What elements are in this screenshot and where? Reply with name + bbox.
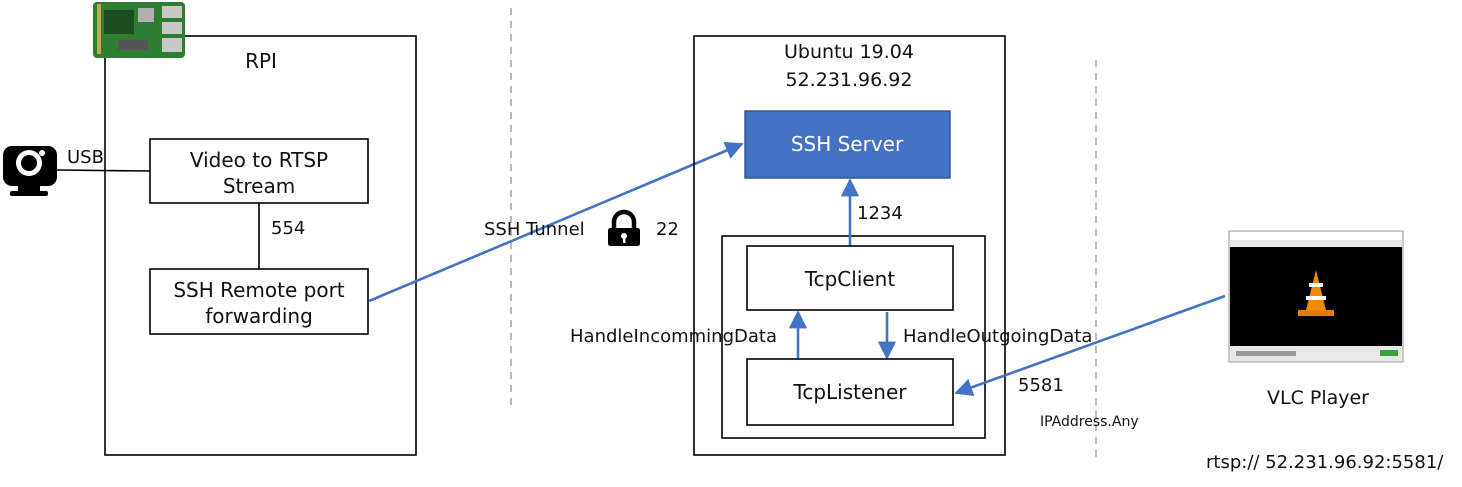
port-1234-label: 1234 (857, 203, 903, 224)
ssh-forwarding-box (149, 268, 369, 335)
ubuntu-title: Ubuntu 19.04 (784, 41, 914, 63)
raspberry-pi-board-icon (93, 2, 185, 58)
ssh-tunnel-label: SSH Tunnel (484, 219, 585, 240)
ssh-server-label: SSH Server (791, 132, 904, 156)
webcam-icon (3, 146, 57, 196)
tcp-components-container (721, 235, 986, 439)
port-5581-label: 5581 (1018, 375, 1064, 396)
incoming-data-label: HandleIncommingData (570, 326, 777, 347)
usb-label: USB (67, 147, 104, 168)
rtsp-url-label: rtsp:// 52.231.96.92:5581/ (1206, 452, 1444, 473)
tcp-listener-box (746, 358, 954, 426)
usb-connection (56, 169, 151, 172)
lock-icon (608, 209, 640, 246)
rtsp-stream-box (149, 138, 369, 204)
port-554-label: 554 (271, 218, 305, 239)
vlc-to-listener-arrow (954, 294, 1226, 397)
ubuntu-container (693, 35, 1006, 456)
rtsp-box-line2: Stream (223, 174, 295, 198)
ssh-forwarding-line1: SSH Remote port (173, 278, 344, 302)
ssh-forwarding-line2: forwarding (205, 304, 313, 328)
rpi-container (104, 35, 417, 456)
tcp-client-box (746, 245, 954, 311)
tcp-listener-label: TcpListener (793, 380, 908, 404)
rtsp-box-line1: Video to RTSP (190, 148, 328, 172)
vlc-label: VLC Player (1267, 387, 1369, 409)
ip-any-label: IPAddress.Any (1040, 414, 1139, 430)
ubuntu-ip: 52.231.96.92 (786, 69, 913, 91)
rpi-title: RPI (245, 49, 277, 73)
port-22-label: 22 (656, 219, 679, 240)
outgoing-data-label: HandleOutgoingData (903, 326, 1092, 347)
vlc-player-window-icon (1228, 230, 1404, 363)
ssh-tunnel-arrow (368, 141, 744, 303)
ssh-server-box (744, 110, 951, 179)
tcp-client-label: TcpClient (804, 267, 896, 291)
